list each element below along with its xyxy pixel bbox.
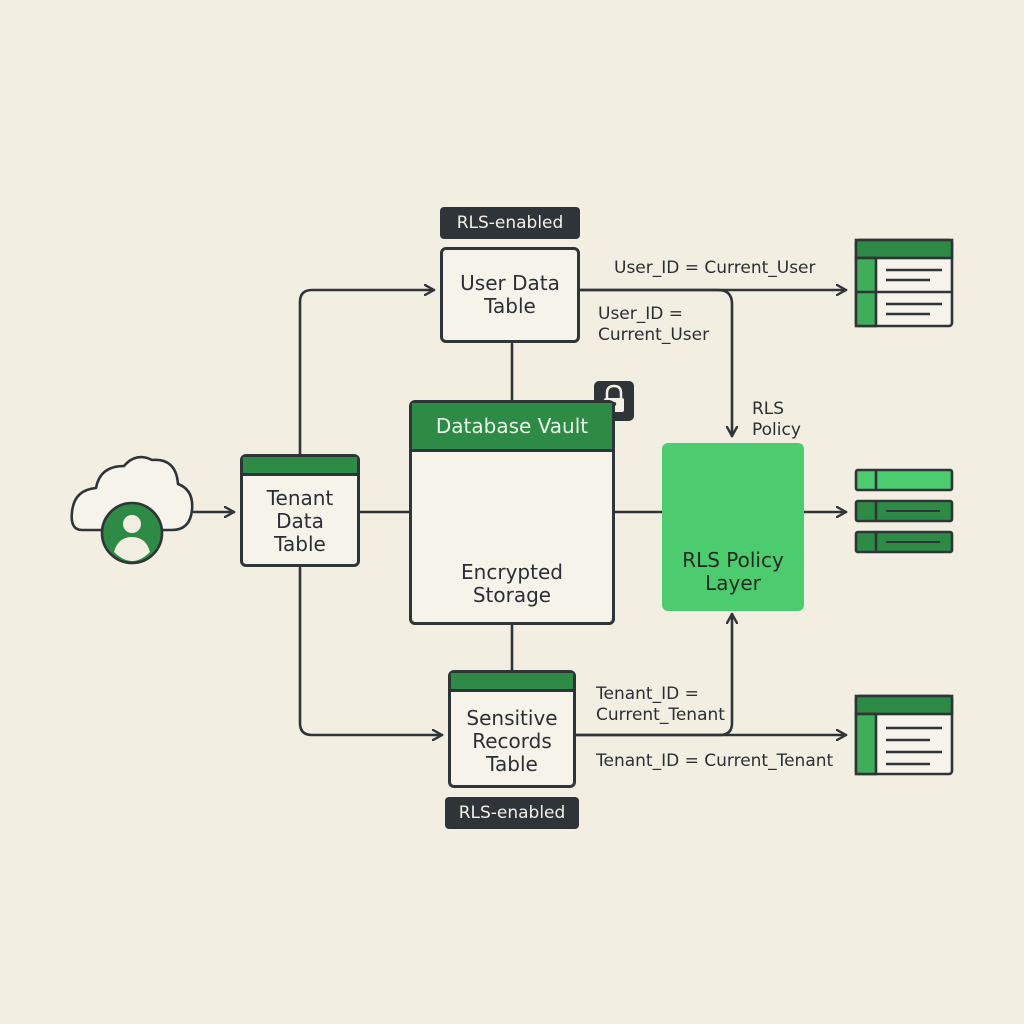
sensitive-records-table-node[interactable]: Sensitive Records Table [448, 670, 576, 788]
tenant-data-table-label: Tenant Data Table [266, 486, 334, 556]
table-output-icon-top [854, 238, 954, 328]
cloud-user-icon [70, 455, 194, 565]
user-data-table-node[interactable]: User Data Table [440, 247, 580, 343]
arrow-user-to-rls [578, 288, 732, 438]
tenant-data-table-node[interactable]: Tenant Data Table [240, 454, 360, 567]
user-policy-condition: User_ID = Current_User [598, 304, 710, 345]
database-vault-title: Database Vault [412, 403, 612, 452]
tenant-table-header-bar [243, 457, 357, 476]
rls-enabled-badge-bottom: RLS-enabled [445, 797, 579, 829]
rls-policy-layer-label: RLS Policy Layer [682, 548, 784, 595]
arrow-tenant-to-user-table [298, 290, 436, 456]
sensitive-table-header-bar [451, 673, 573, 692]
tenant-output-condition: Tenant_ID = Current_Tenant [596, 751, 834, 771]
rls-enabled-badge-top: RLS-enabled [440, 207, 580, 239]
table-output-icon-bottom [854, 694, 954, 776]
rows-output-icon [854, 468, 954, 554]
encrypted-storage-label: Encrypted Storage [461, 560, 563, 607]
arrow-sensitive-to-rls [574, 612, 732, 737]
arrow-tenant-to-sensitive [298, 566, 444, 735]
sensitive-records-table-label: Sensitive Records Table [466, 706, 558, 776]
rls-policy-condition: RLS Policy [752, 399, 801, 440]
user-data-table-label: User Data Table [460, 271, 560, 318]
tenant-policy-condition: Tenant_ID = Current_Tenant [596, 684, 725, 725]
database-vault-node[interactable]: Database Vault Encrypted Storage [409, 400, 615, 625]
rls-policy-layer-node[interactable]: RLS Policy Layer [662, 443, 804, 611]
user-output-condition: User_ID = Current_User [614, 258, 816, 278]
